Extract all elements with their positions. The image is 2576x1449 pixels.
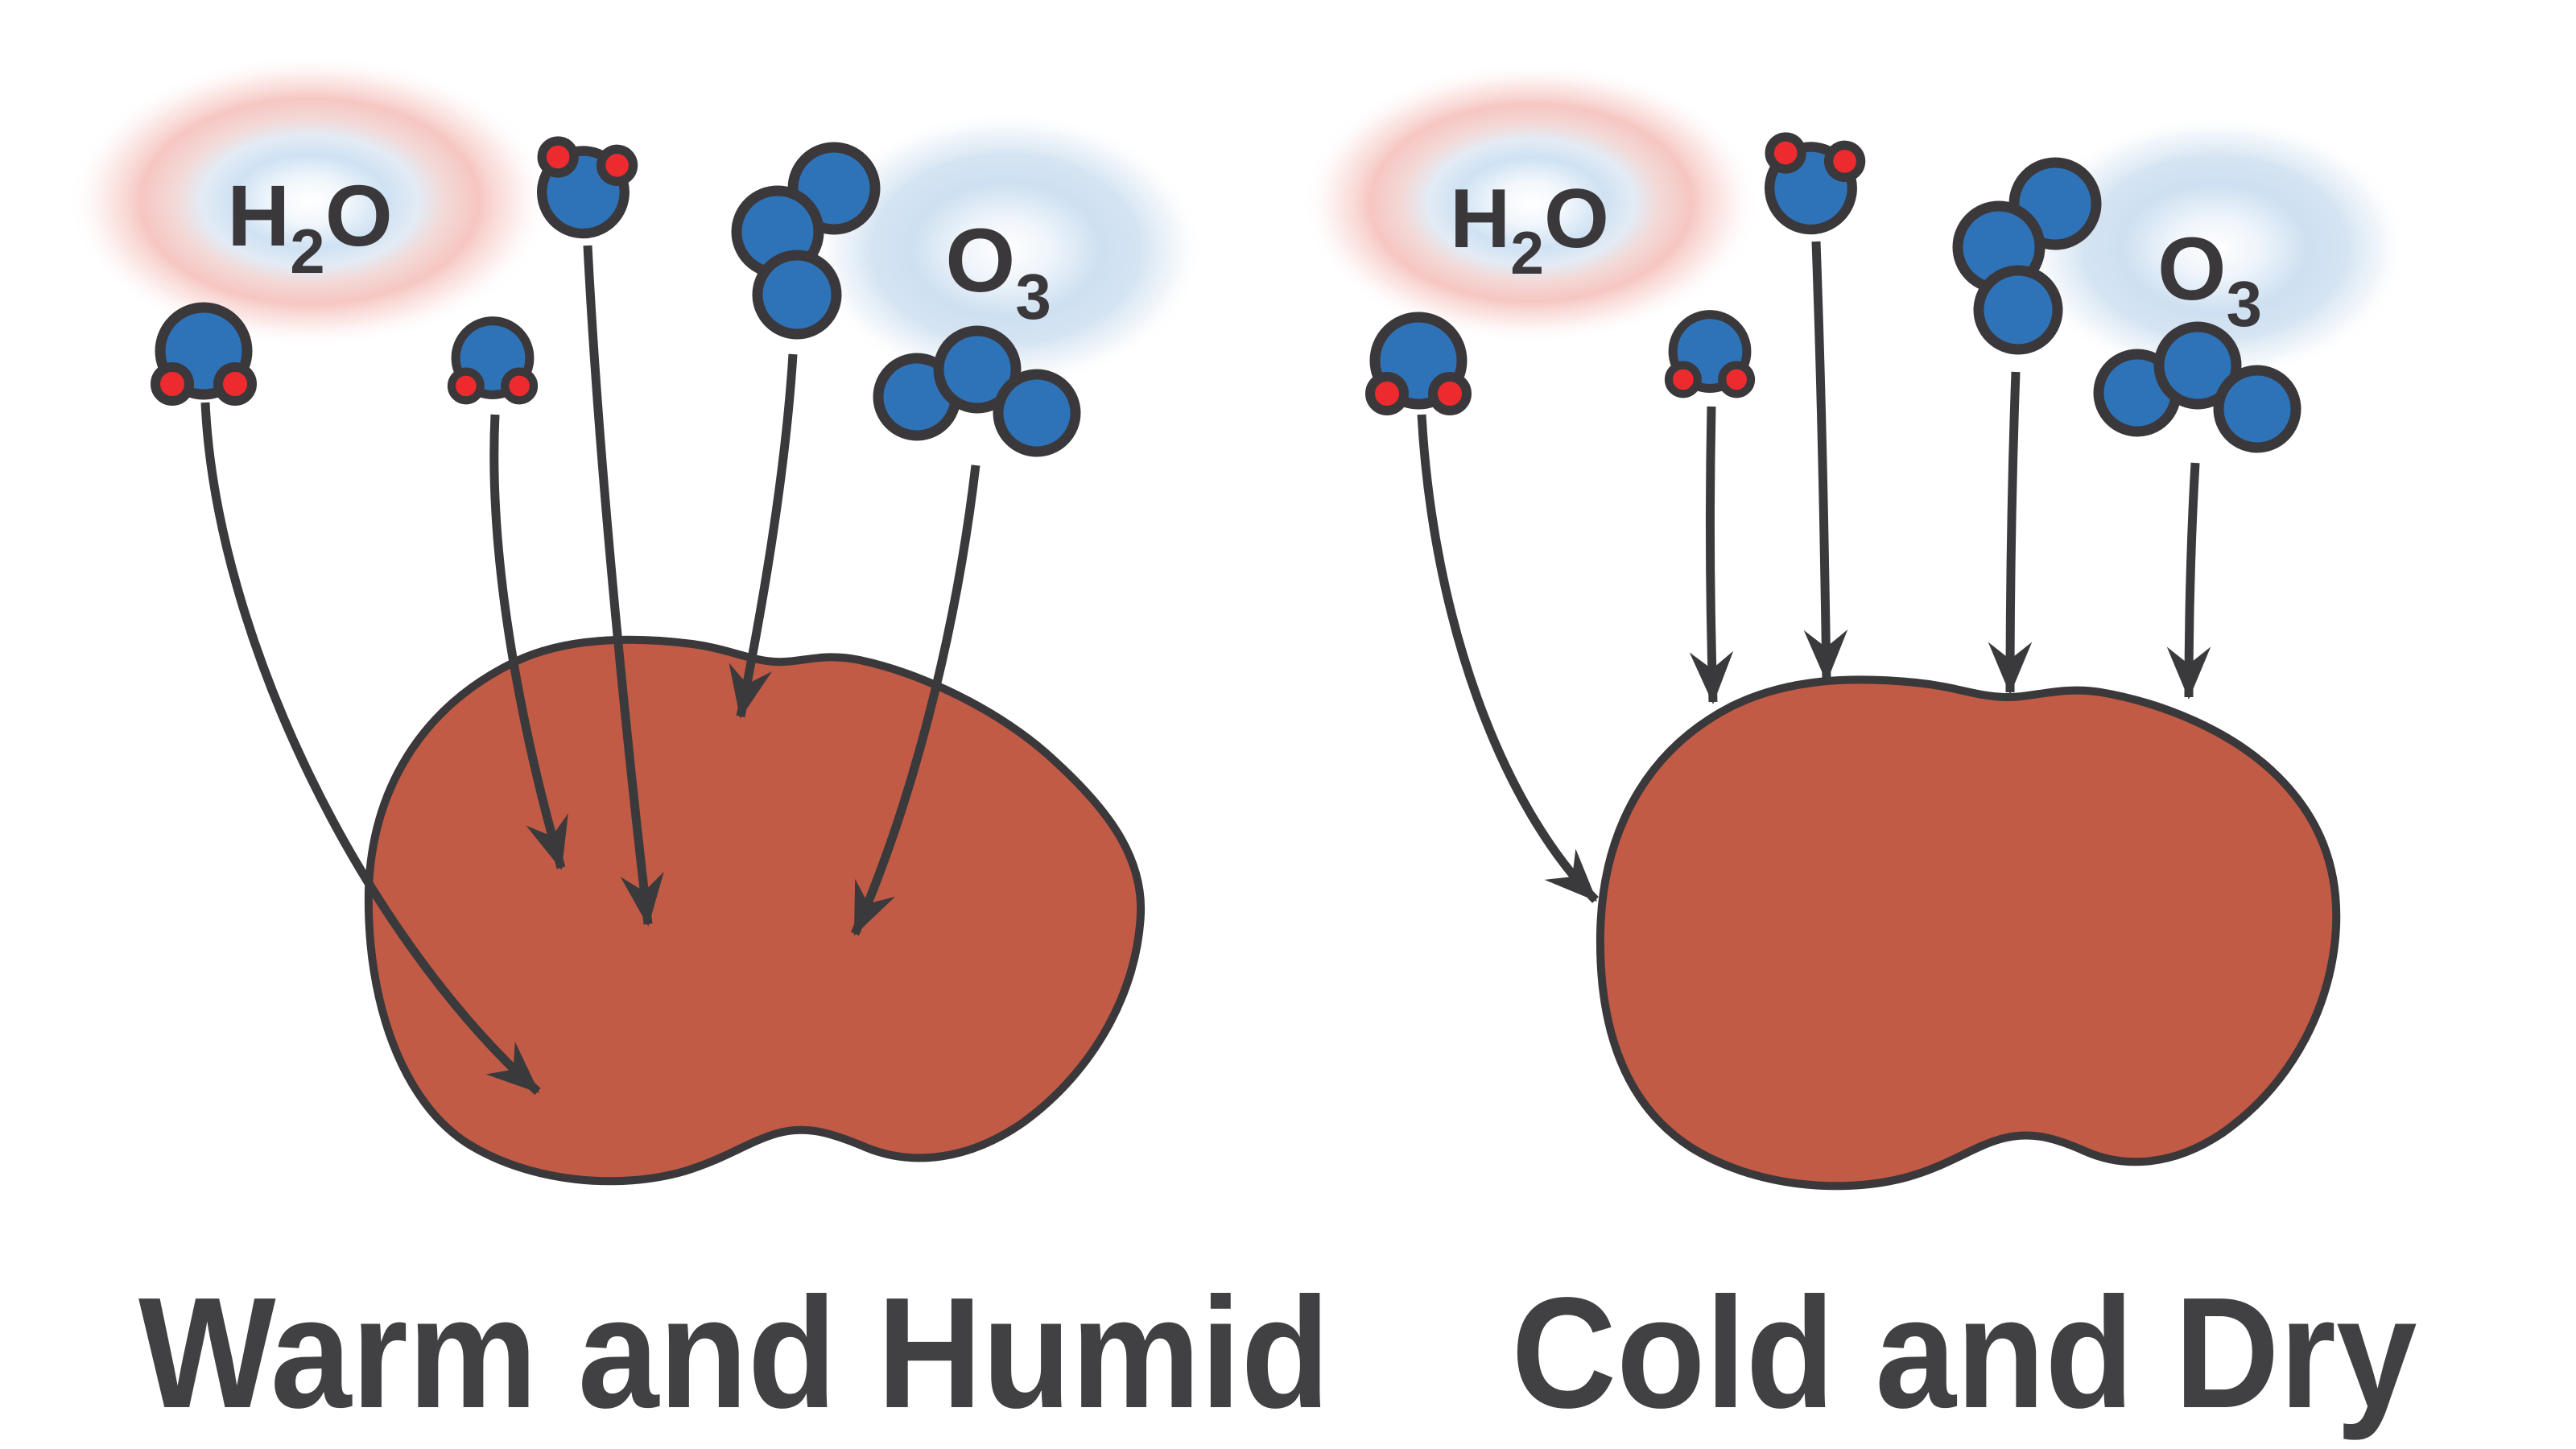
- uptake-arrow-deep-3: [583, 245, 664, 927]
- water-molecule-icon: [155, 308, 252, 401]
- water-molecule-icon: [1370, 317, 1467, 411]
- surface-arrow-1: [1417, 414, 1599, 903]
- surface-arrow-3: [1803, 241, 1848, 683]
- h2o-warm-glow: [68, 55, 551, 348]
- o3-label: O3: [2157, 220, 2262, 340]
- uptake-arrow-deep-1: [200, 402, 541, 1096]
- uptake-arrow-deep-5: [850, 464, 980, 936]
- surface-arrow-4: [1988, 371, 2033, 695]
- panel-cold-dry: H2O O3 Cold and Dry: [1302, 62, 2417, 1441]
- water-molecule-icon: [1760, 135, 1863, 236]
- uptake-arrow-deep-2: [489, 414, 568, 870]
- o3-cool-glow: [2022, 115, 2409, 381]
- o3-label: O3: [945, 210, 1051, 332]
- h2o-warm-glow: [1302, 62, 1761, 344]
- h2o-label: H2O: [227, 167, 392, 287]
- h2o-label: H2O: [1450, 172, 1609, 287]
- caption-warm-humid: Warm and Humid: [138, 1265, 1330, 1441]
- o3-cool-glow: [809, 111, 1203, 388]
- panel-warm-humid: H2O O3 Warm and Humid: [68, 55, 1330, 1441]
- uptake-arrow-deep-4: [729, 353, 798, 719]
- polymer-blob-cold: [1596, 675, 2341, 1191]
- water-molecule-icon: [1669, 315, 1751, 394]
- polymer-blob-warm: [364, 635, 1146, 1186]
- caption-cold-dry: Cold and Dry: [1512, 1265, 2417, 1441]
- surface-arrow-5: [2166, 462, 2211, 700]
- surface-arrow-2: [1689, 406, 1734, 704]
- water-molecule-icon: [452, 321, 534, 401]
